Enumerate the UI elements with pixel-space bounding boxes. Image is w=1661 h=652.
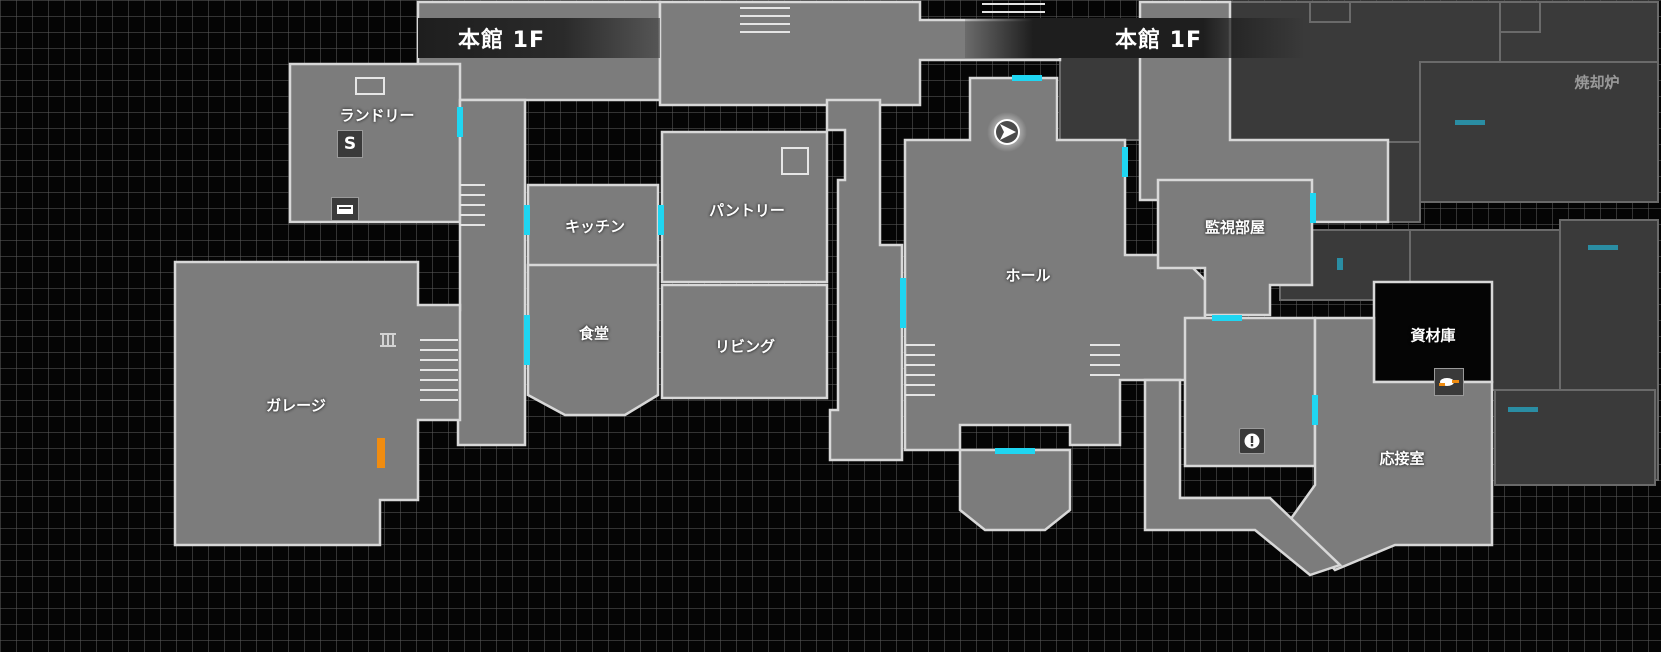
corridor-center-vertical <box>825 98 904 462</box>
label-storage[interactable]: 資材庫 <box>1410 326 1456 345</box>
rooms <box>173 0 1494 577</box>
room-hall <box>903 76 1207 452</box>
room-hall-south <box>958 448 1072 532</box>
door-locked-garage <box>377 438 385 468</box>
label-reception[interactable]: 応接室 <box>1379 449 1425 468</box>
stairs <box>420 3 1120 401</box>
stairs-top-1 <box>740 7 790 33</box>
pan-icon[interactable] <box>1434 368 1464 396</box>
floor-banner-right: 本館 1F <box>965 18 1305 58</box>
label-incinerator[interactable]: 焼却炉 <box>1574 73 1620 92</box>
stairs-hall-left <box>905 344 935 396</box>
stairs-garage <box>420 339 458 401</box>
label-hall[interactable]: ホール <box>1005 266 1051 285</box>
room-living <box>660 283 829 400</box>
save-room-icon[interactable]: S <box>337 130 363 158</box>
stairs-hall-right <box>1090 344 1120 376</box>
floor-banner-left: 本館 1F <box>418 18 660 58</box>
label-surveillance[interactable]: 監視部屋 <box>1204 218 1266 237</box>
unexplored-block-g <box>1309 1 1351 23</box>
door-reception <box>1312 395 1318 425</box>
room-pantry <box>660 130 829 284</box>
label-laundry[interactable]: ランドリー <box>339 106 415 125</box>
file-icon[interactable] <box>378 332 398 347</box>
room-reception <box>1288 316 1494 572</box>
door-surveillance <box>1310 193 1316 223</box>
label-garage[interactable]: ガレージ <box>266 396 326 415</box>
door-unexplored-2 <box>1588 245 1618 250</box>
stairs-left-corridor <box>460 184 485 226</box>
exclamation-icon[interactable] <box>1239 428 1265 454</box>
door-side-room <box>1212 315 1242 321</box>
label-kitchen[interactable]: キッチン <box>564 217 626 236</box>
door-kitchen-left <box>524 205 530 235</box>
door-hall-north <box>1012 75 1042 81</box>
stairs-top-2 <box>982 3 1045 13</box>
floor-banner-right-text: 本館 1F <box>1115 28 1202 53</box>
pantry-fixture <box>781 147 809 175</box>
player-marker-icon <box>987 112 1027 152</box>
door-laundry <box>457 107 463 137</box>
label-pantry[interactable]: パントリー <box>709 201 785 220</box>
room-laundry <box>288 62 462 224</box>
laundry-fixture <box>355 77 385 95</box>
corridor-lower-right <box>1143 378 1343 577</box>
door-unexplored-4 <box>1337 258 1343 270</box>
item-box-icon[interactable] <box>331 197 359 221</box>
door-hall-east <box>1122 147 1128 177</box>
door-hall-south <box>995 448 1035 454</box>
door-dining <box>524 315 530 365</box>
unexplored-block-h <box>1499 1 1541 33</box>
label-dining[interactable]: 食堂 <box>578 324 610 343</box>
door-hall-west <box>900 278 906 328</box>
label-living[interactable]: リビング <box>714 337 776 356</box>
door-unexplored-1 <box>1455 120 1485 125</box>
floor-banner-left-text: 本館 1F <box>458 28 545 53</box>
doors <box>377 75 1618 468</box>
room-garage <box>173 260 462 547</box>
corridor-top-right <box>658 0 1062 107</box>
incinerator-room <box>1419 61 1659 203</box>
door-kitchen-right <box>658 205 664 235</box>
unexplored-block-e <box>1494 389 1656 486</box>
door-unexplored-3 <box>1508 407 1538 412</box>
